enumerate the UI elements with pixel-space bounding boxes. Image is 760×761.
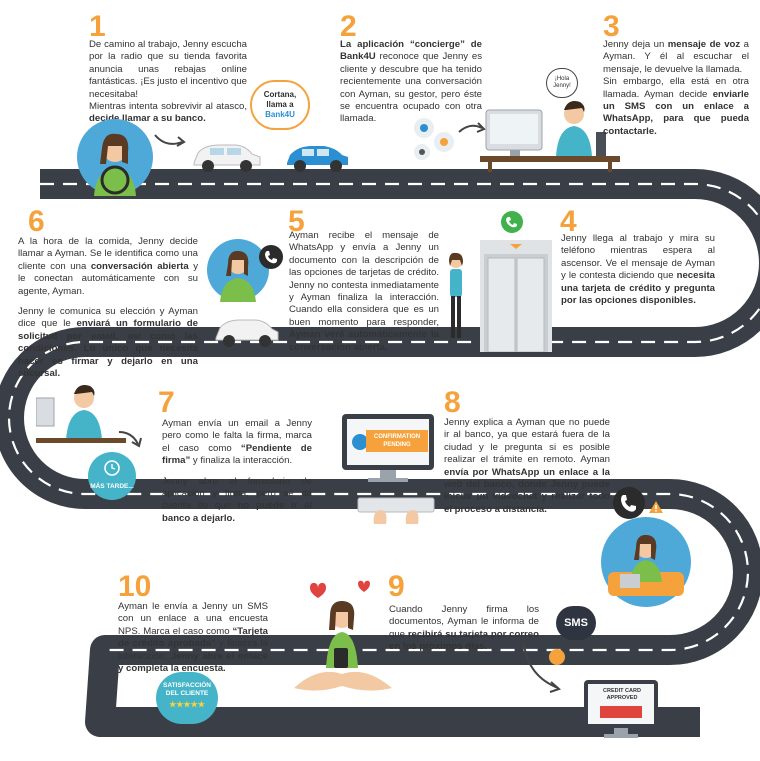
step-4-number: 4 <box>560 205 577 238</box>
cortana-bubble: Cortana, llama a Bank4U <box>250 80 310 130</box>
step-2-text: La aplicación “concierge” de Bank4U reco… <box>340 39 482 125</box>
satisfaction-badge: SATISFACCIÓN DEL CLIENTE ★★★★★ <box>156 672 218 724</box>
step-6-text: A la hora de la comida, Jenny decide lla… <box>18 236 199 380</box>
arrow-icon <box>458 122 486 133</box>
step-3-text: Jenny deja un mensaje de voz a Ayman. Y … <box>603 39 749 137</box>
jenny-phone-avatar <box>207 239 269 302</box>
white-car <box>215 319 279 347</box>
jenny-standing <box>449 252 463 338</box>
step-5-text: Ayman recibe el mensaje de WhatsApp y en… <box>289 230 439 353</box>
step-4-text: Jenny llega al trabajo y mira su teléfon… <box>561 233 715 307</box>
white-car <box>193 144 261 172</box>
step-10-text: Ayman le envía a Jenny un SMS con un enl… <box>118 601 268 675</box>
elevator <box>480 240 552 352</box>
step-9-number: 9 <box>388 570 405 603</box>
step-1-text: De camino al trabajo, Jenny escucha por … <box>89 39 247 125</box>
step-7-number: 7 <box>158 386 175 419</box>
step-8-text: Jenny explica a Ayman que no puede ir al… <box>444 417 610 515</box>
blue-car <box>287 146 348 172</box>
clock-icon <box>104 460 120 476</box>
step-6-number: 6 <box>28 205 45 238</box>
warning-icon <box>649 501 663 513</box>
jenny-meditating <box>294 600 392 691</box>
step-1-number: 1 <box>89 10 106 43</box>
step-7-text: Ayman envía un email a Jenny pero como l… <box>162 418 313 524</box>
tag-icon <box>549 649 565 665</box>
approved-monitor <box>584 680 658 738</box>
jenny-sofa-avatar <box>601 517 691 607</box>
arrow-icon <box>523 643 561 693</box>
step-2-number: 2 <box>340 10 357 43</box>
step-3-number: 3 <box>603 10 620 43</box>
mas-tarde-badge: MÁS TARDE... <box>88 452 136 500</box>
ayman-at-desk <box>36 385 126 443</box>
keyboard-hands <box>357 497 435 524</box>
phone-icon <box>613 487 645 519</box>
sms-bubble: SMS <box>556 606 596 640</box>
arrow-icon <box>118 431 142 448</box>
ayman-at-desk <box>480 101 620 172</box>
channel-icons <box>414 118 454 160</box>
jenny-driving-avatar <box>77 119 153 196</box>
heart-icon <box>310 580 370 598</box>
step-9-text: Cuando Jenny firma los documentos, Ayman… <box>389 604 539 653</box>
step-5-number: 5 <box>288 205 305 238</box>
phone-icon <box>259 245 283 269</box>
step-8-number: 8 <box>444 386 461 419</box>
confirmation-monitor <box>342 414 434 482</box>
whatsapp-icon <box>501 211 523 233</box>
step-10-number: 10 <box>118 570 152 603</box>
arrow-icon <box>154 134 186 147</box>
